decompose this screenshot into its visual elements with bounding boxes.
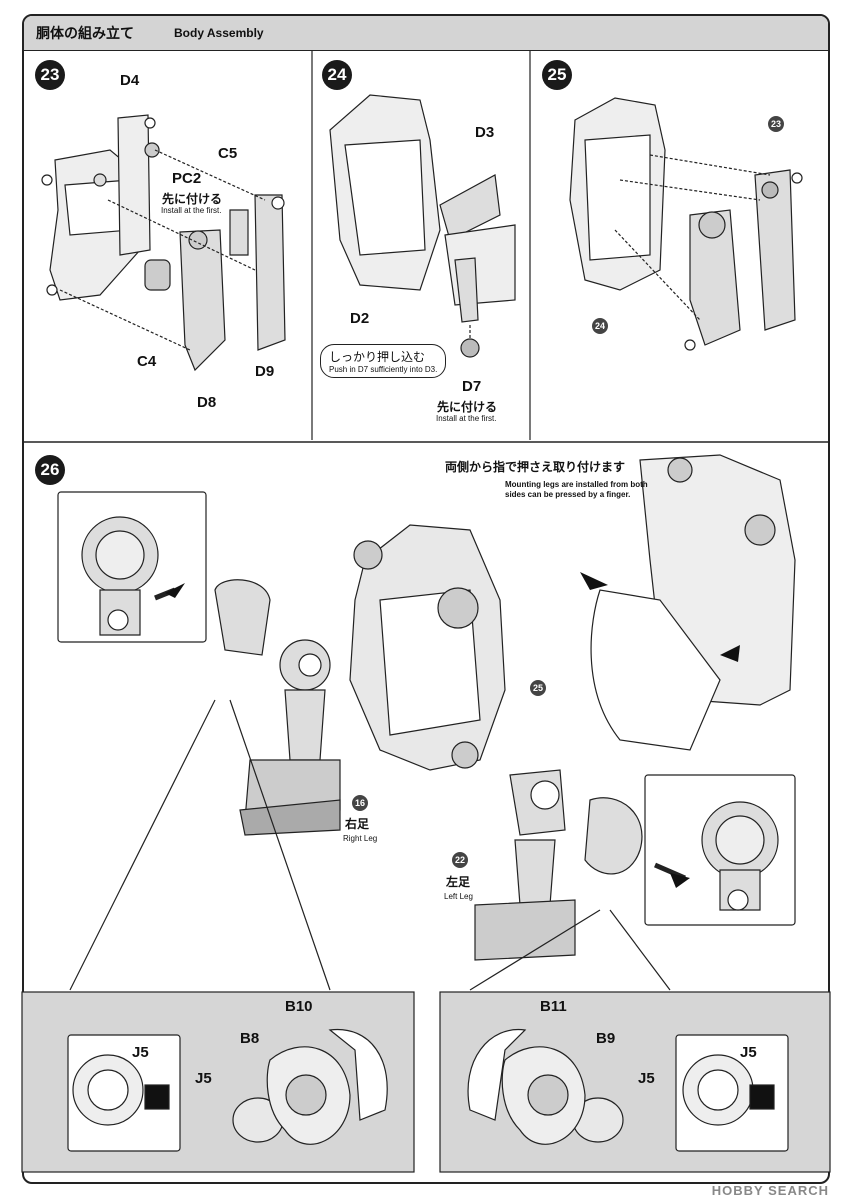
ref-23: 23 (768, 116, 784, 132)
part-b10: B10 (285, 998, 313, 1015)
step23-drawing (41, 114, 286, 372)
ref-24: 24 (592, 318, 608, 334)
callout-en: Push in D7 sufficiently into D3. (329, 365, 438, 374)
step-23-badge: 23 (35, 60, 65, 90)
ref-16: 16 (352, 795, 368, 811)
part-d3: D3 (475, 124, 495, 141)
title-en: Body Assembly (174, 26, 264, 40)
ref-22: 22 (452, 852, 468, 868)
part-b9: B9 (596, 1030, 616, 1047)
part-pc2: PC2 (172, 170, 202, 187)
step24-drawing (329, 94, 516, 358)
pc2-note-en: Install at the first. (161, 206, 222, 215)
press-note-jp: 両側から指で押さえ取り付けます (445, 460, 626, 474)
left-leg-jp: 左足 (446, 875, 471, 889)
part-j5-left: J5 (195, 1070, 212, 1087)
step-26-badge: 26 (35, 455, 65, 485)
left-leg-en: Left Leg (444, 892, 473, 901)
part-c4: C4 (137, 353, 157, 370)
part-d4: D4 (120, 72, 140, 89)
instruction-sheet: 胴体の組み立て Body Assembly (22, 14, 830, 1184)
press-note-en-1: Mounting legs are installed from both (505, 480, 648, 489)
push-in-callout: しっかり押し込む Push in D7 sufficiently into D3… (320, 344, 447, 378)
step-24-badge: 24 (322, 60, 352, 90)
step-25-badge: 25 (542, 60, 572, 90)
part-d7: D7 (462, 378, 482, 395)
ref-25: 25 (530, 680, 546, 696)
part-b8: B8 (240, 1030, 260, 1047)
step25-drawing (569, 97, 803, 351)
part-j5-left-inset: J5 (132, 1044, 149, 1061)
part-c5: C5 (218, 145, 238, 162)
d7-note-en: Install at the first. (436, 414, 497, 423)
part-j5-right: J5 (638, 1070, 655, 1087)
press-note-en-2: sides can be pressed by a finger. (505, 490, 631, 499)
part-b11: B11 (540, 998, 567, 1015)
part-d8: D8 (197, 394, 217, 411)
section-header: 胴体の組み立て Body Assembly (24, 16, 828, 51)
callout-jp: しっかり押し込む (329, 350, 426, 364)
part-d2: D2 (350, 310, 370, 327)
d7-note-jp: 先に付ける (437, 400, 498, 414)
part-d9: D9 (255, 363, 275, 380)
right-leg-en: Right Leg (343, 834, 378, 843)
right-leg-jp: 右足 (345, 817, 370, 831)
pc2-note-jp: 先に付ける (162, 192, 223, 206)
part-j5-right-inset: J5 (740, 1044, 757, 1061)
watermark-logo: HOBBY SEARCH (711, 1183, 829, 1198)
title-jp: 胴体の組み立て (36, 26, 134, 42)
